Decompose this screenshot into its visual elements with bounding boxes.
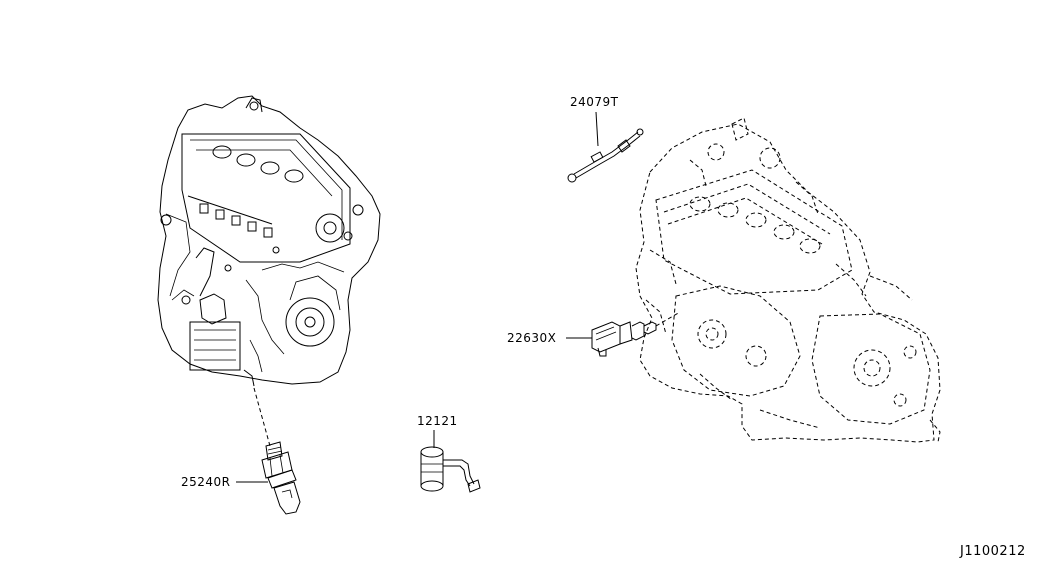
leader-line-22630x-engine: [655, 311, 681, 327]
leader-line-24079t: [595, 111, 599, 147]
harness-24079t-illustration: [567, 128, 644, 183]
oil-pressure-switch-illustration: [261, 441, 301, 515]
part-number-12121: 12121: [417, 414, 458, 428]
part-number-22630x: 22630X: [507, 331, 557, 345]
sensor-12121-illustration: [420, 446, 481, 493]
figure-code: J1100212: [960, 544, 1026, 559]
part-number-24079t: 24079T: [570, 95, 619, 109]
sensor-22630x-illustration: [591, 321, 657, 357]
part-number-25240r: 25240R: [181, 475, 231, 489]
right-engine-illustration: [635, 117, 941, 443]
leader-line-25240r: [253, 387, 271, 447]
left-engine-illustration: [157, 95, 381, 387]
